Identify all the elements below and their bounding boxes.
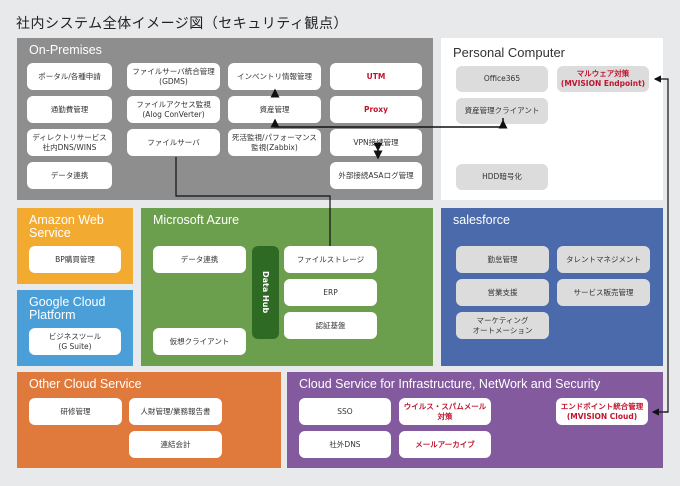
panel-title: On-Premises [29,43,102,57]
panel-title: salesforce [453,213,510,227]
box-mvision-cloud: エンドポイント統合管理 (MVISION Cloud) [556,398,648,425]
box-file-server: ファイルサーバ [127,129,220,156]
box-office365: Office365 [456,66,548,92]
data-hub-label: Data Hub [261,271,270,314]
box-attendance: 勤怠管理 [456,246,549,273]
panel-azure: Microsoft Azure データ連携 仮想クライアント Data Hub … [141,208,433,366]
box-sales-support: 営業支援 [456,279,549,306]
box-file-storage: ファイルストレージ [284,246,377,273]
box-talent-mgmt: タレントマネジメント [557,246,650,273]
box-asset-client: 資産管理クライアント [456,98,548,124]
box-erp: ERP [284,279,377,306]
panel-other-cloud: Other Cloud Service 研修管理 人財管理/業務報告書 連結会計 [17,372,281,468]
box-asa-log: 外部接続ASAログ管理 [330,162,422,189]
box-mvision-endpoint: マルウェア対策 (MVISION Endpoint) [557,66,649,92]
box-hdd-encryption: HDD暗号化 [456,164,548,190]
box-bp-purchasing: BP購買管理 [29,246,121,273]
panel-title: Google Cloud Platform [29,295,106,322]
box-virtual-client: 仮想クライアント [153,328,246,355]
box-service-sales: サービス販売管理 [557,279,650,306]
panel-title: Cloud Service for Infrastructure, NetWor… [299,377,601,391]
box-external-dns: 社外DNS [299,431,391,458]
box-azure-data-link: データ連携 [153,246,246,273]
box-g-suite: ビジネスツール (G Suite) [29,328,121,355]
box-sso: SSO [299,398,391,425]
box-alog: ファイルアクセス監視 (Alog ConVerter) [127,96,220,123]
box-portal: ポータル/各種申請 [27,63,112,90]
box-antivirus-spam: ウイルス・スパムメール 対策 [399,398,491,425]
box-training: 研修管理 [29,398,122,425]
box-consolidated-accounting: 連結会計 [129,431,222,458]
panel-title: Microsoft Azure [153,213,240,227]
box-utm: UTM [330,63,422,90]
panel-aws: Amazon Web Service BP購買管理 [17,208,133,284]
box-zabbix: 死活監視/パフォーマンス 監視(Zabbix) [228,129,321,156]
box-asset-mgmt: 資産管理 [228,96,321,123]
panel-personal-computer: Personal Computer Office365 マルウェア対策 (MVI… [441,38,663,200]
box-marketing-automation: マーケティング オートメーション [456,312,549,339]
panel-gcp: Google Cloud Platform ビジネスツール (G Suite) [17,290,133,366]
diagram-title: 社内システム全体イメージ図（セキュリティ観点） [16,16,348,32]
panel-infra-security: Cloud Service for Infrastructure, NetWor… [287,372,663,468]
box-vpn: VPN接続管理 [330,129,422,156]
box-hr-reports: 人財管理/業務報告書 [129,398,222,425]
panel-title: Personal Computer [453,45,565,60]
box-auth-platform: 認証基盤 [284,312,377,339]
box-commute: 通勤費管理 [27,96,112,123]
panel-on-premises: On-Premises ポータル/各種申請 通勤費管理 ディレクトリサービス 社… [17,38,433,200]
data-hub: Data Hub [252,246,279,339]
box-proxy: Proxy [330,96,422,123]
panel-title: Amazon Web Service [29,213,104,240]
panel-salesforce: salesforce 勤怠管理 タレントマネジメント 営業支援 サービス販売管理… [441,208,663,366]
box-gdms: ファイルサーバ統合管理 (GDMS) [127,63,220,90]
panel-title: Other Cloud Service [29,377,142,391]
box-inventory: インベントリ情報管理 [228,63,321,90]
box-directory: ディレクトリサービス 社内DNS/WINS [27,129,112,156]
box-data-link: データ連携 [27,162,112,189]
box-mail-archive: メールアーカイブ [399,431,491,458]
